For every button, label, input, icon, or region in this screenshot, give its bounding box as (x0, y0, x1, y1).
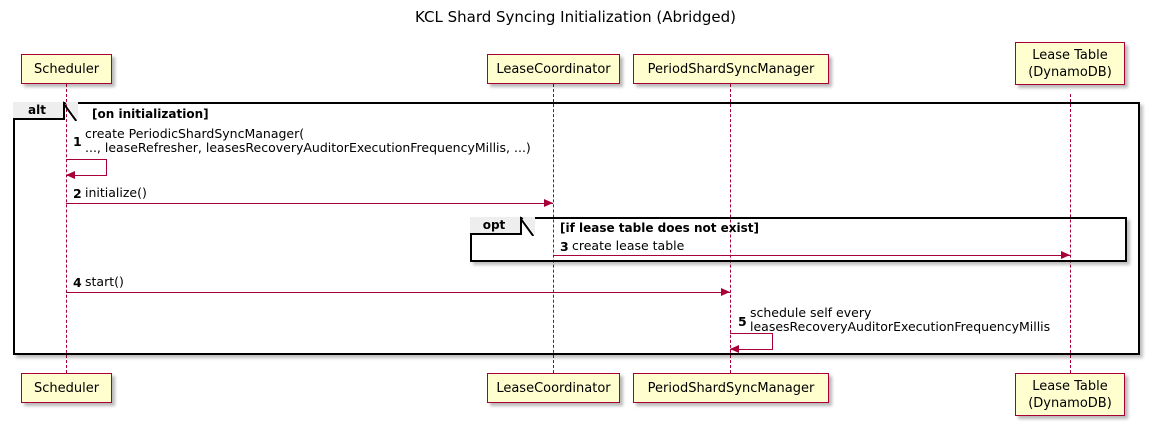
lifeline-lease-table (1070, 94, 1071, 373)
participant-lease-coordinator-top[interactable]: LeaseCoordinator (487, 54, 620, 84)
message-3-line[interactable] (553, 255, 1070, 256)
message-3-arrowhead (1061, 251, 1070, 259)
frame-opt-tab: opt (470, 217, 522, 235)
message-2-number: 2 (73, 186, 82, 201)
message-3-number: 3 (560, 239, 569, 254)
frame-alt-condition: [on initialization] (92, 107, 209, 121)
lifeline-scheduler (66, 84, 67, 373)
frame-opt (470, 217, 1127, 262)
message-2-arrowhead (544, 199, 553, 207)
participant-lease-table-bottom[interactable]: Lease Table (DynamoDB) (1015, 373, 1125, 416)
message-1-label: create PeriodicShardSyncManager( ..., le… (85, 126, 531, 155)
frame-alt-tab-corner-icon (65, 102, 78, 120)
participant-scheduler-top[interactable]: Scheduler (21, 54, 112, 84)
message-1-self-loop[interactable] (66, 159, 107, 176)
participant-period-shard-sync-manager-top[interactable]: PeriodShardSyncManager (633, 54, 829, 84)
message-5-label: schedule self every leasesRecoveryAudito… (750, 305, 1051, 334)
frame-opt-condition: [if lease table does not exist] (560, 221, 760, 235)
frame-alt (13, 102, 1140, 355)
message-4-arrowhead (721, 288, 730, 296)
frame-alt-tab: alt (13, 102, 65, 120)
frame-opt-tab-corner-icon (522, 217, 535, 235)
lifeline-lease-coordinator (553, 84, 554, 373)
message-1-number: 1 (73, 134, 82, 149)
message-4-line[interactable] (66, 292, 730, 293)
message-5-number: 5 (738, 314, 747, 329)
page-title: KCL Shard Syncing Initialization (Abridg… (415, 8, 736, 26)
frame-alt-tab-corner-line (63, 101, 83, 121)
message-5-self-loop[interactable] (730, 333, 773, 350)
frame-opt-tab-corner-line (520, 216, 540, 236)
message-2-line[interactable] (66, 203, 553, 204)
message-5-arrowhead (730, 345, 739, 353)
participant-lease-table-top[interactable]: Lease Table (DynamoDB) (1015, 42, 1125, 85)
message-4-number: 4 (73, 275, 82, 290)
message-3-label: create lease table (572, 238, 685, 253)
participant-period-shard-sync-manager-bottom[interactable]: PeriodShardSyncManager (633, 373, 829, 403)
message-1-arrowhead (66, 171, 75, 179)
message-4-label: start() (85, 274, 124, 289)
participant-scheduler-bottom[interactable]: Scheduler (21, 373, 112, 403)
participant-lease-coordinator-bottom[interactable]: LeaseCoordinator (487, 373, 620, 403)
message-2-label: initialize() (85, 185, 147, 200)
lifeline-period-shard-sync-manager (730, 84, 731, 373)
